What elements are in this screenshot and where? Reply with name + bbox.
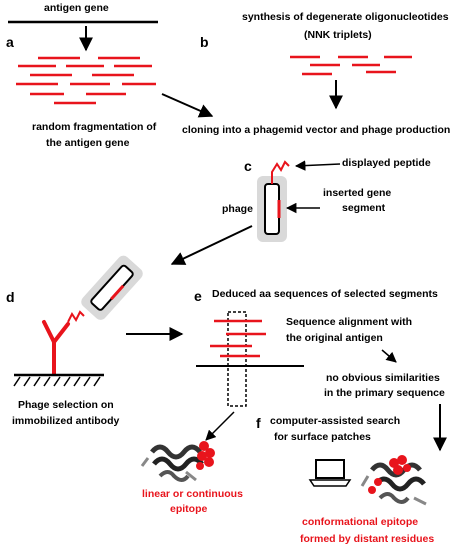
- displayed-peptide: [67, 310, 85, 323]
- protein-structure-linear: [140, 441, 215, 482]
- no-similarities-label-1: no obvious similarities: [326, 372, 440, 384]
- protein-structure-conformational: [360, 455, 427, 506]
- linear-epitope-label-2: epitope: [170, 503, 207, 515]
- laptop-icon: [308, 459, 352, 487]
- arrow-no-similarity: [381, 349, 397, 363]
- phage-selection-label-2: immobilized antibody: [12, 415, 119, 427]
- random-fragmentation-label-1: random fragmentation of: [32, 121, 157, 133]
- epitope-residue: [368, 486, 376, 494]
- gene-fragments: [16, 56, 156, 105]
- epitope-residue: [199, 441, 209, 451]
- phage-body: [264, 183, 280, 235]
- panel-label-c: c: [244, 158, 252, 174]
- epitope-residue: [204, 457, 214, 467]
- phage-selection-label-1: Phage selection on: [18, 399, 114, 411]
- random-fragmentation-label-2: the antigen gene: [46, 137, 130, 149]
- panel-label-f: f: [256, 415, 261, 431]
- synthesis-label-2: (NNK triplets): [304, 29, 372, 41]
- arrow-e-to-linear: [205, 411, 235, 441]
- inserted-gene-label-2: segment: [342, 202, 386, 214]
- epitope-residue: [196, 462, 204, 470]
- inserted-segment: [110, 284, 125, 301]
- phage-c: [257, 160, 290, 242]
- panel-label-a: a: [6, 34, 14, 50]
- sequence-alignment-label-1: Sequence alignment with: [286, 316, 412, 328]
- panel-label-d: d: [6, 289, 15, 305]
- epitope-residue: [397, 455, 407, 465]
- arrow-a-to-cloning: [161, 93, 214, 118]
- epitope-residue: [205, 448, 215, 458]
- phage-label: phage: [222, 203, 253, 215]
- conformational-epitope-label-2: formed by distant residues: [300, 533, 434, 545]
- inserted-gene-label-1: inserted gene: [323, 187, 391, 199]
- epitope-residue: [403, 464, 411, 472]
- deduced-label: Deduced aa sequences of selected segment…: [212, 288, 438, 300]
- displayed-peptide: [271, 160, 290, 184]
- phage-bound: [81, 255, 143, 320]
- linear-epitope-label-1: linear or continuous: [142, 488, 243, 500]
- epitope-residue: [393, 465, 403, 475]
- panel-label-b: b: [200, 34, 209, 50]
- immobilization-surface: [13, 373, 104, 387]
- synthesis-label-1: synthesis of degenerate oligonucleotides: [242, 11, 449, 23]
- sequence-alignment-label-2: the original antigen: [286, 332, 383, 344]
- computer-search-label-2: for surface patches: [274, 431, 371, 443]
- epitope-residue: [197, 451, 207, 461]
- antibody: [42, 320, 70, 376]
- antigen-gene-label: antigen gene: [44, 2, 109, 14]
- epitope-residue: [374, 478, 382, 486]
- displayed-peptide-label: displayed peptide: [342, 157, 431, 169]
- alignment-box: [227, 311, 247, 407]
- no-similarities-label-2: in the primary sequence: [324, 387, 445, 399]
- selected-segments: [210, 319, 266, 358]
- conformational-epitope-label-1: conformational epitope: [302, 516, 418, 528]
- arrow-c-to-d: [170, 225, 253, 265]
- cloning-label: cloning into a phagemid vector and phage…: [182, 124, 450, 136]
- panel-label-e: e: [194, 288, 202, 304]
- computer-search-label-1: computer-assisted search: [270, 415, 400, 427]
- oligonucleotides: [290, 55, 412, 76]
- arrow-displayed-peptide: [294, 160, 341, 171]
